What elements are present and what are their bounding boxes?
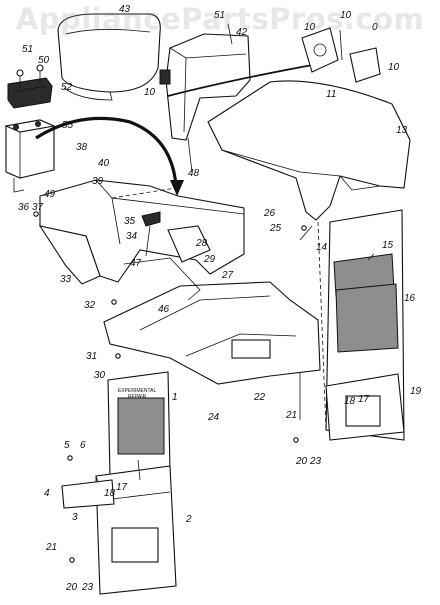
callout-21-left: 21	[45, 542, 57, 553]
callout-6: 6	[80, 440, 86, 451]
callout-13: 13	[396, 125, 408, 136]
callout-23-left: 23	[81, 582, 94, 593]
hood-part	[207, 80, 411, 221]
battery-hold-down-part	[7, 64, 53, 109]
callout-38: 38	[76, 142, 88, 153]
control-cable	[167, 63, 319, 97]
callout-17-left: 17	[116, 482, 128, 493]
headlight-brackets-part	[301, 27, 381, 83]
callout-20-right: 20	[295, 456, 308, 467]
battery-cable	[35, 116, 178, 187]
callout-19: 19	[410, 386, 422, 397]
callout-10-d: 10	[144, 87, 156, 98]
callout-11: 11	[326, 89, 336, 100]
plate-text-line2: REPAIR	[128, 394, 147, 400]
callout-26: 26	[263, 208, 276, 219]
callout-20-left: 20	[65, 582, 78, 593]
callout-40: 40	[98, 158, 110, 169]
callout-39: 39	[92, 176, 104, 187]
callout-35: 35	[124, 216, 136, 227]
callout-31: 31	[86, 351, 97, 362]
callout-0: 0	[372, 22, 378, 33]
callout-43: 43	[119, 4, 131, 15]
callout-37: 37	[32, 202, 44, 213]
callout-15: 15	[382, 240, 394, 251]
callout-10-c: 10	[388, 62, 400, 73]
callout-51: 51	[22, 44, 33, 55]
pedal-assembly-part	[123, 211, 211, 301]
callout-28: 28	[195, 238, 208, 249]
callout-3: 3	[72, 512, 78, 523]
callout-32: 32	[84, 300, 96, 311]
callout-27: 27	[221, 270, 234, 281]
callout-52: 52	[61, 82, 73, 93]
callout-55: 55	[62, 120, 74, 131]
callout-51-top: 51	[214, 10, 225, 21]
callout-47: 47	[130, 258, 142, 269]
callout-21-right: 21	[285, 410, 297, 421]
leader-lines	[137, 23, 375, 481]
plate-text-line1: EXPERIMENTAL	[118, 388, 156, 394]
callout-48: 48	[188, 168, 200, 179]
callout-17-right: 17	[358, 394, 370, 405]
seat-part	[57, 13, 161, 101]
callout-2: 2	[185, 514, 192, 525]
callout-42: 42	[236, 27, 248, 38]
callout-18-right: 18	[344, 396, 356, 407]
grille-screen-part	[333, 253, 399, 353]
callout-16: 16	[404, 293, 416, 304]
callout-5: 5	[64, 440, 70, 451]
hardware-fasteners	[33, 211, 307, 563]
callout-22: 22	[253, 392, 266, 403]
callout-24: 24	[207, 412, 220, 423]
callout-14: 14	[316, 242, 328, 253]
callout-1: 1	[172, 392, 178, 403]
callout-49: 49	[44, 189, 56, 200]
callout-30: 30	[94, 370, 106, 381]
callout-10-b: 10	[340, 10, 352, 21]
lower-panel-nameplate-part: EXPERIMENTAL REPAIR	[107, 371, 171, 477]
callout-4: 4	[44, 488, 50, 499]
floor-pan-part	[103, 281, 321, 385]
callout-10-a: 10	[304, 22, 316, 33]
frame-footrest-part	[38, 179, 245, 285]
callout-29: 29	[203, 254, 216, 265]
callout-46: 46	[158, 304, 170, 315]
callout-25: 25	[269, 223, 282, 234]
callout-labels: 43 51 42 10 10 0 10 10 11 51 50 52 55 13…	[18, 4, 422, 593]
cable-arrow-head	[170, 180, 184, 196]
callout-34: 34	[126, 231, 138, 242]
callout-36: 36	[18, 202, 30, 213]
callout-33: 33	[60, 274, 72, 285]
callout-18-left: 18	[104, 488, 116, 499]
callout-50: 50	[38, 55, 50, 66]
callout-23-right: 23	[309, 456, 322, 467]
lower-housing-part	[61, 465, 177, 595]
